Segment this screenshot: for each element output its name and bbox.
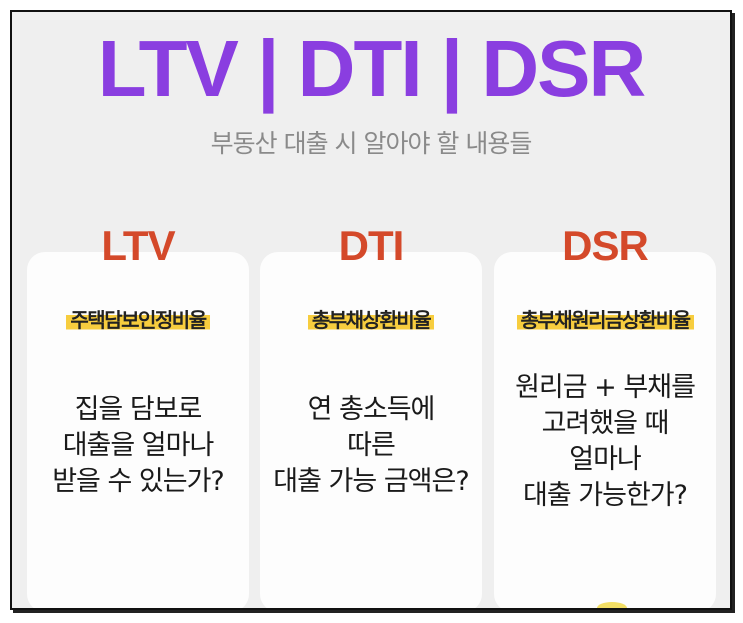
card-term-dsr: 총부채원리금상환비율 [494,304,716,333]
page-subtitle: 부동산 대출 시 알아야 할 내용들 [210,129,533,158]
card-acronym-dsr: DSR [562,222,649,269]
card-dsr: 총부채원리금상환비율 원리금 + 부채를 고려했을 때 얼마나 대출 가능한가? [494,252,716,608]
card-acronym-ltv: LTV [101,222,175,269]
card-term-dti-text: 총부채상환비율 [307,308,435,332]
infographic-frame: LTV | DTI | DSR 부동산 대출 시 알아야 할 내용들 LTV 주… [10,10,732,610]
page-title: LTV | DTI | DSR [97,24,647,113]
card-ltv: 주택담보인정비율 집을 담보로 대출을 얼마나 받을 수 있는가? [27,252,249,608]
card-body-ltv: 집을 담보로 대출을 얼마나 받을 수 있는가? [52,394,225,497]
card-dti: 총부채상환비율 연 총소득에 따른 대출 가능 금액은? [260,252,482,608]
card-term-ltv: 주택담보인정비율 [27,304,249,333]
card-body-dsr: 원리금 + 부채를 고려했을 때 얼마나 대출 가능한가? [515,372,696,511]
card-body-dti: 연 총소득에 따른 대출 가능 금액은? [273,394,469,497]
card-term-dsr-text: 총부채원리금상환비율 [516,308,694,332]
card-term-dti: 총부채상환비율 [260,304,482,333]
card-term-ltv-text: 주택담보인정비율 [66,308,210,332]
decorative-yellow-blob [597,602,627,608]
card-acronym-dti: DTI [338,222,405,269]
